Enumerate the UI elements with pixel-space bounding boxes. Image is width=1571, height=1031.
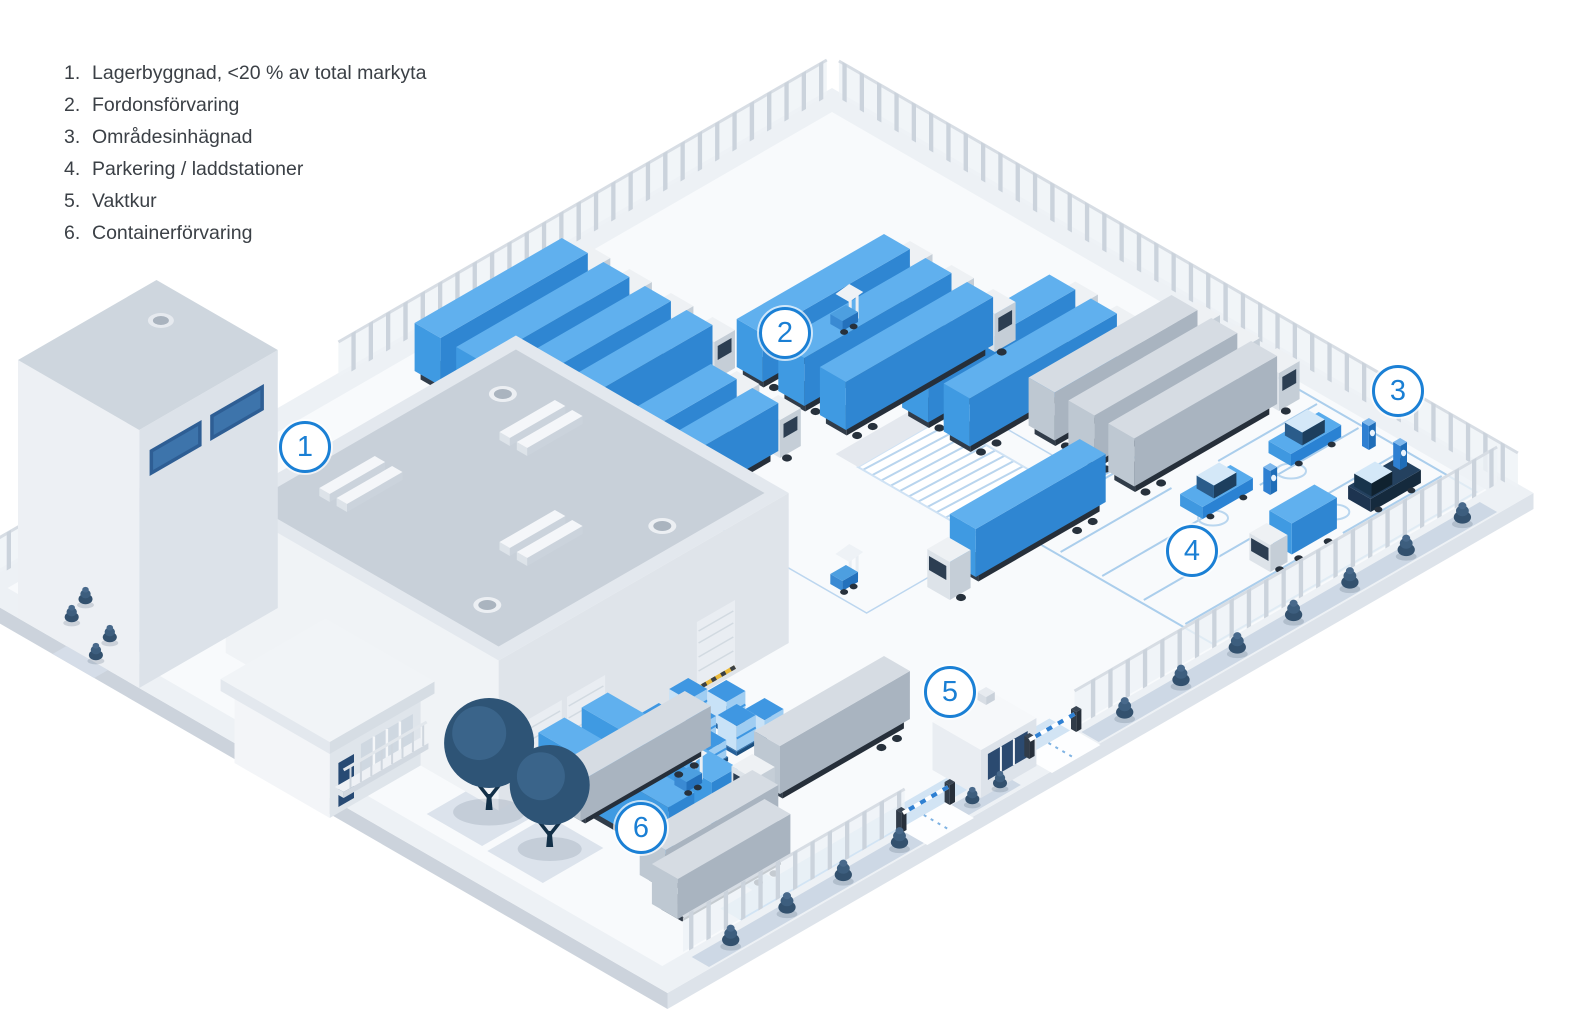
marker-fence: 3 [1372,365,1424,417]
fence-se [682,445,1498,952]
office-annex [220,618,435,818]
moving-truck [927,439,1106,602]
legend: 1. Lagerbyggnad, <20 % av total markyta 2… [64,57,426,249]
legend-text: Lagerbyggnad, <20 % av total markyta [92,62,427,84]
bushes [63,502,1473,951]
legend-number: 5. [64,190,81,212]
gate-barriers [896,706,1082,833]
legend-text: Containerförvaring [92,222,253,244]
marker-guard-house: 5 [924,666,976,718]
tall-building [18,280,278,688]
marker-warehouse: 1 [279,421,331,473]
trees [444,698,590,861]
parking-area [1180,409,1421,573]
legend-item-6: 6. Containerförvaring [64,217,426,249]
marker-container-storage: 6 [615,802,667,854]
fence-ne [838,59,1519,488]
forklifts-yard [830,284,864,595]
gray-trucks-row [1028,295,1300,496]
legend-text: Fordonsförvaring [92,94,240,116]
legend-item-1: 1. Lagerbyggnad, <20 % av total markyta [64,57,426,89]
legend-number: 3. [64,126,81,148]
legend-item-4: 4. Parkering / laddstationer [64,153,426,185]
legend-item-2: 2. Fordonsförvaring [64,89,426,121]
legend-item-3: 3. Områdesinhägnad [64,121,426,153]
legend-item-5: 5. Vaktkur [64,185,426,217]
marker-parking: 4 [1166,525,1218,577]
legend-number: 6. [64,222,81,244]
legend-text: Parkering / laddstationer [92,158,304,180]
legend-text: Vaktkur [92,190,157,212]
marker-vehicle-storage: 2 [759,307,811,359]
legend-number: 4. [64,158,81,180]
legend-text: Områdesinhägnad [92,126,253,148]
legend-number: 1. [64,62,81,84]
legend-number: 2. [64,94,81,116]
